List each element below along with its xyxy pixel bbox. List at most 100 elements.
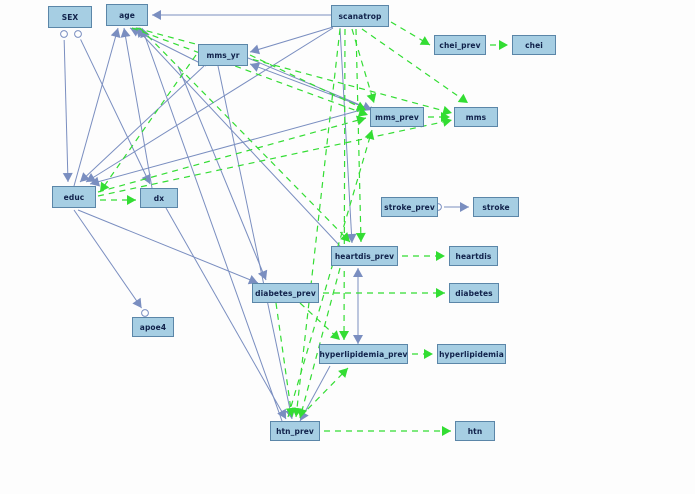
graph-node-stroke_prev[interactable]: stroke_prev <box>381 197 438 217</box>
edge-arrowhead <box>442 105 452 116</box>
edge-arrowhead <box>250 44 261 55</box>
edge-arrowhead <box>152 10 161 20</box>
edge-arrowhead <box>338 368 348 378</box>
edge-arrowhead <box>353 335 363 344</box>
edge-line <box>73 209 143 309</box>
edge-line <box>217 65 293 420</box>
edge-line <box>131 27 369 116</box>
edge-arrowhead <box>442 426 451 436</box>
edge-line <box>123 27 153 189</box>
edge-arrowhead <box>436 288 445 298</box>
graph-edge <box>131 27 369 116</box>
graph-node-htn[interactable]: htn <box>455 421 495 441</box>
graph-node-label: hyperlipidemia <box>439 349 504 359</box>
edge-circle-endpoint <box>60 30 68 38</box>
graph-node-heartdis_prev[interactable]: heartdis_prev <box>331 246 398 266</box>
edge-line <box>165 207 287 420</box>
graph-node-heartdis[interactable]: heartdis <box>449 246 498 266</box>
graph-edge <box>123 27 153 189</box>
graph-edge <box>129 27 207 67</box>
edge-arrowhead <box>346 233 357 243</box>
edge-line <box>99 54 197 193</box>
graph-node-chei[interactable]: chei <box>512 35 556 55</box>
graph-node-mms_yr[interactable]: mms_yr <box>198 44 248 66</box>
graph-node-label: chei_prev <box>439 40 481 50</box>
edge-arrowhead <box>366 92 377 103</box>
edge-arrowhead <box>100 181 110 192</box>
edge-line <box>355 28 362 243</box>
edge-arrowhead <box>292 407 302 417</box>
edge-line <box>299 367 349 418</box>
edge-line <box>249 63 373 111</box>
edge-line <box>141 27 283 422</box>
graph-node-label: scanatrop <box>338 11 382 21</box>
graph-edge <box>99 54 197 193</box>
graph-node-htn_prev[interactable]: htn_prev <box>270 421 320 441</box>
graph-node-label: mms_yr <box>206 50 240 60</box>
graph-node-label: dx <box>153 193 165 203</box>
graph-node-hyperlipidemia_prev[interactable]: hyperlipidemia_prev <box>319 344 408 364</box>
graph-node-diabetes[interactable]: diabetes <box>449 283 499 303</box>
edge-line <box>77 209 259 284</box>
edge-arrowhead <box>424 349 433 359</box>
graph-node-SEX[interactable]: SEX <box>48 6 92 28</box>
graph-node-diabetes_prev[interactable]: diabetes_prev <box>252 283 319 303</box>
graph-edge <box>141 27 283 422</box>
graph-node-label: SEX <box>61 12 79 22</box>
edge-arrowhead <box>136 28 146 38</box>
edge-line <box>249 26 334 53</box>
edge-circle-endpoint <box>141 309 149 317</box>
graph-node-educ[interactable]: educ <box>52 186 96 208</box>
edge-arrowhead <box>436 251 445 261</box>
graph-node-hyperlipidemia[interactable]: hyperlipidemia <box>437 344 506 364</box>
edge-arrowhead <box>340 232 350 242</box>
graph-node-apoe4[interactable]: apoe4 <box>132 317 174 337</box>
edge-arrowhead <box>329 330 340 340</box>
edge-line <box>135 27 453 114</box>
graph-edge <box>63 39 69 183</box>
graph-node-scanatrop[interactable]: scanatrop <box>331 5 389 27</box>
edge-line <box>63 39 69 183</box>
edge-line <box>89 106 373 185</box>
edge-line <box>299 302 341 341</box>
edge-arrowhead <box>441 112 450 122</box>
graph-node-age[interactable]: age <box>106 4 148 26</box>
edge-arrowhead <box>250 62 261 72</box>
graph-edge <box>339 27 353 244</box>
graph-node-dx[interactable]: dx <box>140 188 178 208</box>
graph-edge <box>287 129 373 418</box>
graph-node-label: stroke <box>482 202 510 212</box>
graph-edge <box>165 207 287 420</box>
graph-node-label: heartdis_prev <box>334 251 395 261</box>
graph-edge <box>73 27 119 187</box>
edge-line <box>249 54 367 111</box>
edge-arrowhead <box>499 40 508 50</box>
edge-line <box>73 27 119 187</box>
graph-node-label: educ <box>63 192 85 202</box>
edge-line <box>287 129 373 418</box>
edge-arrowhead <box>355 101 366 111</box>
edge-arrowhead <box>419 36 430 45</box>
graph-edge <box>275 302 293 418</box>
edge-arrowhead <box>364 130 375 141</box>
graph-edge <box>89 106 373 185</box>
graph-node-label: diabetes_prev <box>255 288 316 298</box>
edge-arrowhead <box>132 297 142 309</box>
graph-node-mms[interactable]: mms <box>454 107 498 127</box>
graph-node-label: apoe4 <box>139 322 167 332</box>
graph-edge <box>79 65 205 183</box>
graph-node-mms_prev[interactable]: mms_prev <box>370 107 424 127</box>
graph-edge <box>77 209 259 284</box>
edge-arrowhead <box>90 176 100 187</box>
graph-node-label: htn <box>467 426 483 436</box>
graph-edge <box>97 119 453 197</box>
graph-node-chei_prev[interactable]: chei_prev <box>434 35 486 55</box>
graph-node-stroke[interactable]: stroke <box>473 197 519 217</box>
graph-edge <box>247 57 373 111</box>
graph-node-label: mms <box>465 112 487 122</box>
edge-arrowhead <box>141 173 151 184</box>
graph-edge <box>135 27 453 114</box>
edge-line <box>390 21 431 46</box>
edge-line <box>351 28 375 104</box>
